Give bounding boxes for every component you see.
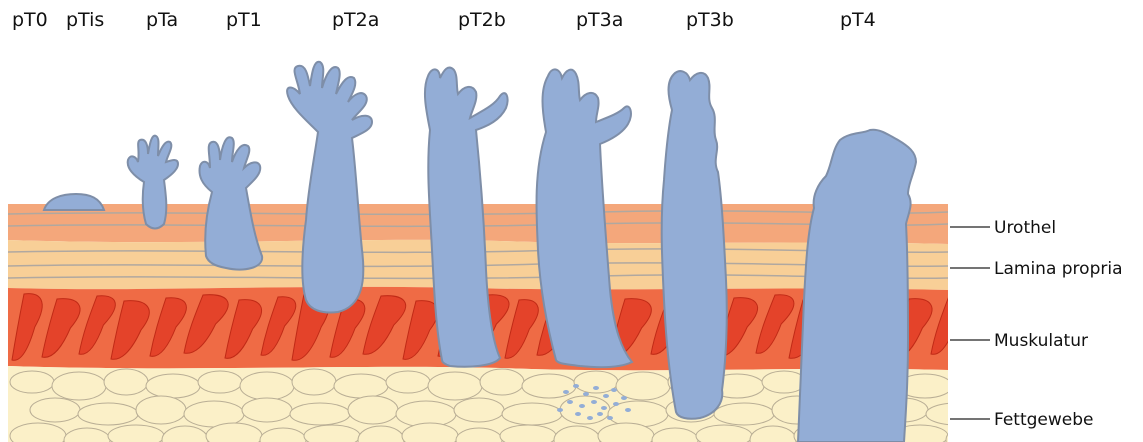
fat-lobule	[926, 403, 986, 425]
tumor-pt4	[798, 130, 916, 442]
fat-lobule	[30, 398, 80, 422]
layer-labels: Urothel Lamina propria Muskulatur Fettge…	[950, 218, 1123, 430]
fat-lobule	[714, 403, 774, 425]
fat-lobule	[480, 369, 524, 395]
tumor-ptis	[44, 194, 104, 210]
fat-lobule	[52, 372, 106, 400]
fat-lobule	[240, 372, 294, 400]
stage-label-pTis: pTis	[66, 9, 104, 31]
stage-label-pT3b: pT3b	[686, 9, 734, 31]
fat-lobule	[10, 371, 54, 393]
stage-label-pT4: pT4	[840, 9, 876, 31]
fat-lobule	[198, 371, 242, 393]
fat-lobule	[616, 372, 670, 400]
fat-lobule	[290, 403, 350, 425]
fat-lobule	[560, 396, 610, 424]
fat-lobule	[104, 369, 148, 395]
stage-labels: pT0 pTis pTa pT1 pT2a pT2b pT3a pT3b pT4	[12, 9, 876, 31]
stage-label-pT1: pT1	[226, 9, 262, 31]
fat-lobule	[386, 371, 430, 393]
tumor-pt1	[200, 137, 263, 269]
label-lamina-propria: Lamina propria	[994, 259, 1123, 279]
fat-lobule	[348, 396, 398, 424]
fat-lobule	[502, 403, 562, 425]
label-muskulatur: Muskulatur	[994, 331, 1088, 351]
fat-lobule	[136, 396, 186, 424]
fat-lobule	[454, 398, 504, 422]
stage-label-pT3a: pT3a	[576, 9, 623, 31]
stage-label-pT2b: pT2b	[458, 9, 506, 31]
fat-lobule	[334, 374, 388, 398]
stage-label-pTa: pTa	[146, 9, 178, 31]
fat-lobule	[946, 426, 992, 442]
fat-lobule	[428, 372, 482, 400]
stage-label-pT0: pT0	[12, 9, 48, 31]
tumor-pt3b	[662, 71, 727, 419]
fat-lobule	[78, 403, 138, 425]
stage-label-pT2a: pT2a	[332, 9, 379, 31]
label-fettgewebe: Fettgewebe	[994, 410, 1094, 430]
label-urothel: Urothel	[994, 218, 1056, 238]
fat-lobule	[292, 369, 336, 395]
fat-lobule	[146, 374, 200, 398]
fat-lobule	[242, 398, 292, 422]
fat-lobule	[522, 374, 576, 398]
